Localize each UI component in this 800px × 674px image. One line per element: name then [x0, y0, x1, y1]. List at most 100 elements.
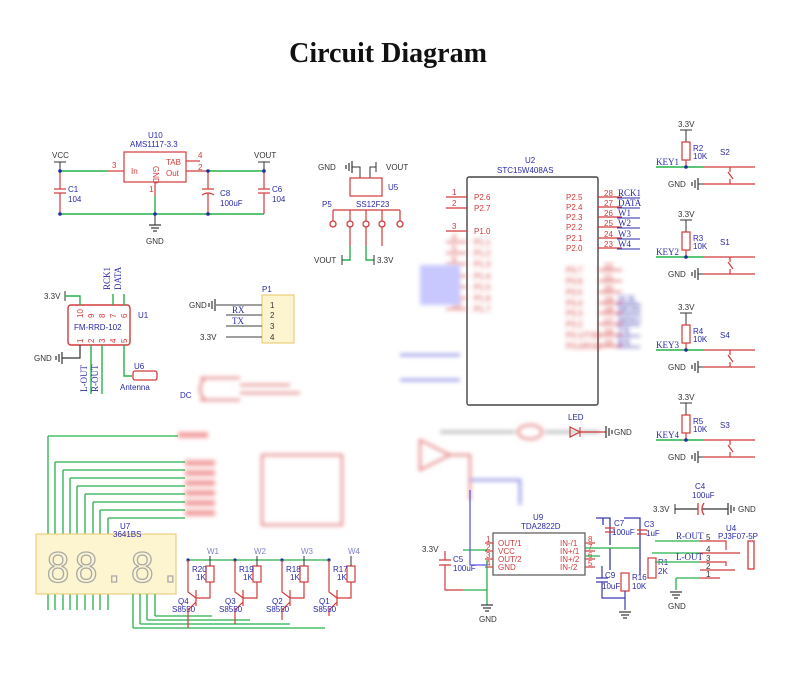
header-gnd: GND: [189, 301, 207, 310]
mcu-pin-name: P1.0: [474, 227, 491, 236]
mcu-pin-name: P3.7: [566, 266, 583, 275]
key-resistor-ref: R2: [693, 144, 704, 153]
key-gnd-label: GND: [668, 270, 686, 279]
c3-value: 1uF: [646, 529, 660, 538]
mcu-pin-number: 5: [452, 244, 457, 253]
c9-ref: C9: [605, 571, 616, 580]
reg-pin-num: 4: [198, 151, 203, 160]
reg-pin-num: 3: [112, 161, 117, 170]
mcu-pin-net: W2: [618, 218, 631, 228]
c1-value: 104: [68, 195, 82, 204]
page-title: Circuit Diagram: [289, 38, 487, 69]
c8-ref: C8: [220, 189, 231, 198]
c4-value: 100uF: [692, 491, 715, 500]
radio-pin-number: 3: [98, 338, 107, 343]
transistor-net: W3: [301, 547, 314, 556]
c1-ref: C1: [68, 185, 79, 194]
radio-net-rck1: RCK1: [102, 267, 112, 290]
jack-pin: 1: [706, 570, 711, 579]
header-pin: 1: [270, 301, 275, 310]
transistor-net: W1: [207, 547, 220, 556]
amp-pin-name: IN-/1: [560, 539, 578, 548]
radio-body: [67, 304, 131, 346]
radio-pin-number: 4: [109, 338, 118, 343]
amp-ref: U9: [533, 513, 544, 522]
mcu-pin-net: SCK: [618, 294, 636, 304]
amp-pin-number: 3: [486, 551, 491, 560]
r16-body: [620, 572, 630, 592]
mcu-left-pin: 1P2.6: [446, 188, 491, 202]
mcu-pin-number: 27: [604, 199, 613, 208]
power-switch-section: GND VOUT U5 P5 SS12F23 VOUT 3.3V: [314, 160, 408, 265]
switch-3v3: 3.3V: [377, 256, 394, 265]
c3-ref: C3: [644, 520, 655, 529]
jack-net-lout: L-OUT: [676, 552, 703, 562]
amp-pin-number: 1: [486, 535, 491, 544]
mcu-pin-name: P2.3: [566, 213, 583, 222]
mcu-pin-name: P1.6: [474, 294, 491, 303]
key-net-label: KEY3: [656, 340, 679, 350]
amp-body: [492, 532, 586, 576]
switch-gnd-label: GND: [318, 163, 336, 172]
mcu-left-pin: 4P1.1: [446, 233, 491, 247]
transistor-net: W4: [348, 547, 361, 556]
key-supply-label: 3.3V: [678, 210, 695, 219]
radio-part: FM-RRD-102: [74, 323, 122, 332]
led-label: LED: [568, 413, 584, 422]
mcu-pin-net: RCK1: [618, 188, 641, 198]
display-part: 3641BS: [113, 530, 141, 539]
transistor-net: W2: [254, 547, 267, 556]
amp-pin-name: IN+/2: [560, 555, 580, 564]
mcu-pin-net: DATA: [618, 198, 642, 208]
c5-ref: C5: [453, 555, 464, 564]
audio-jack-section: C4 100uF 3.3V GND U4 PJ3F07-5P R-OUT L-O…: [652, 482, 758, 611]
jack-net-rout: R-OUT: [676, 531, 704, 541]
jack-pin: 3: [706, 554, 711, 563]
r16-value: 10K: [632, 582, 647, 591]
mcu-pin-number: 16: [604, 327, 613, 336]
mcu-left-pin: 2P2.7: [446, 199, 491, 213]
radio-pin-number: 7: [109, 313, 118, 318]
amp-pin-name: IN-/2: [560, 563, 578, 572]
radio-pin-number: 9: [87, 313, 96, 318]
key-resistor: [681, 231, 691, 251]
mcu-pin-net: RX: [618, 337, 631, 347]
resistor-ref: R18: [286, 565, 301, 574]
mcu-pin-name: P2.2: [566, 223, 583, 232]
jack-pin: 2: [706, 562, 711, 571]
switch-vout-bottom: VOUT: [314, 256, 336, 265]
key-switch-section: 3.3VR210KKEY1S2GND3.3VR310KKEY2S1GND3.3V…: [656, 120, 755, 464]
mcu-pin-net: MISO: [618, 315, 641, 325]
header-pin: 3: [270, 322, 275, 331]
c4-gnd: GND: [738, 505, 756, 514]
amp-pin-number: 5: [588, 559, 593, 568]
header-ref: P1: [262, 285, 272, 294]
regulator-body: [123, 151, 187, 183]
mcu-section: U2 STC15W408AS 1P2.62P2.73P1.04P1.15P1.2…: [446, 156, 642, 406]
mcu-pin-net: W1: [618, 208, 631, 218]
amp-pin-name: IN+/1: [560, 547, 580, 556]
jack-body: [747, 540, 755, 570]
c8-value: 100uF: [220, 199, 243, 208]
radio-net-data: DATA: [113, 266, 123, 290]
resistor-ref: R20: [192, 565, 207, 574]
display-digits: 88.8.: [46, 546, 186, 592]
switch-part: SS12F23: [356, 200, 390, 209]
display-ref: U7: [120, 522, 131, 531]
mcu-pin-net: W3: [618, 229, 631, 239]
key-net-label: KEY1: [656, 157, 679, 167]
header-pin: 2: [270, 311, 275, 320]
key-resistor-value: 10K: [693, 425, 708, 434]
mcu-pin-net: W4: [618, 239, 631, 249]
base-resistor: [299, 565, 309, 583]
display-section: U7 3641BS 88.8.: [35, 435, 325, 629]
